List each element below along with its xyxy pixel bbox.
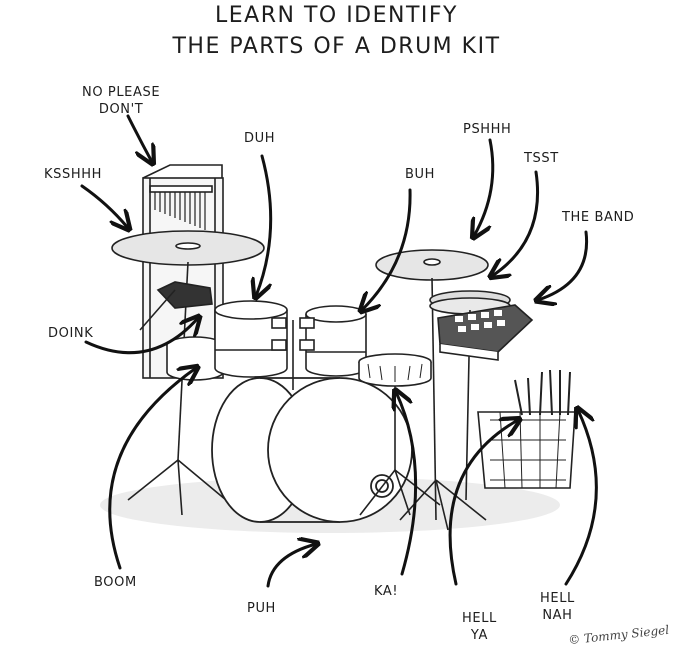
- rack-tom-right: [305, 305, 367, 377]
- label-duh: DUH: [244, 131, 276, 146]
- title-line-2: THE PARTS OF A DRUM KIT: [172, 34, 501, 59]
- label-arrows: [80, 114, 598, 588]
- tom-mount: [271, 317, 315, 390]
- sampling-pad: [437, 304, 534, 361]
- label-pshhh: PSHHH: [463, 122, 512, 137]
- label-hell-ya-line2: YA: [470, 628, 488, 643]
- label-no-please-dont-line2: DON'T: [98, 102, 144, 117]
- label-doink: DOINK: [48, 326, 94, 341]
- label-hell-ya: HELL YA: [462, 610, 497, 644]
- title-line-1: LEARN TO IDENTIFY: [215, 3, 458, 28]
- cowbell: [139, 281, 213, 331]
- crash-cymbal-left: [111, 230, 265, 516]
- label-hell-nah: HELL NAH: [540, 590, 575, 624]
- label-ka: KA!: [374, 584, 399, 599]
- stick-basket: [477, 369, 576, 489]
- bass-drum: [211, 377, 413, 523]
- label-ksshhh: KSSHHH: [44, 167, 102, 182]
- snare-drum: [358, 353, 441, 516]
- label-hell-nah-line1: HELL: [540, 591, 575, 606]
- label-buh: BUH: [405, 167, 436, 182]
- label-puh: PUH: [247, 601, 276, 616]
- label-hell-ya-line1: HELL: [462, 611, 497, 626]
- label-no-please-dont-line1: NO PLEASE: [82, 85, 161, 100]
- label-boom: BOOM: [94, 575, 137, 590]
- wind-chimes: [142, 164, 224, 379]
- label-hell-nah-line2: NAH: [542, 608, 573, 623]
- label-no-please-dont: NO PLEASE DON'T: [82, 84, 160, 118]
- label-tsst: TSST: [524, 151, 559, 166]
- rack-tom-left: [214, 300, 288, 378]
- label-the-band: THE BAND: [562, 210, 635, 225]
